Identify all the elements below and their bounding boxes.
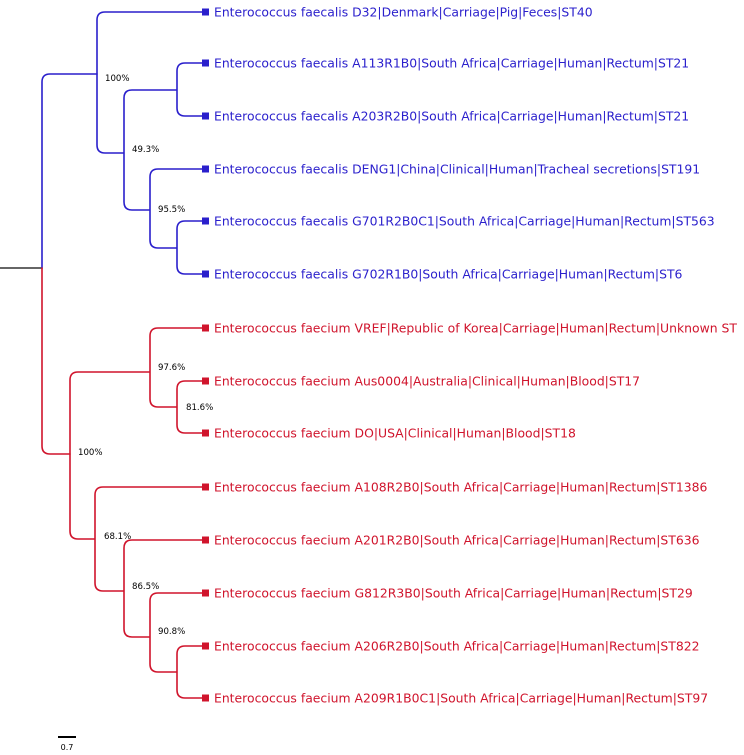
tip-marker [202, 429, 209, 437]
branch [123, 539, 205, 591]
branch [96, 74, 124, 154]
tip-marker [202, 483, 209, 491]
support-value: 95.5% [158, 205, 185, 215]
tip-marker [202, 8, 209, 16]
branch [149, 372, 177, 408]
leaf-label: Enterococcus faecalis G701R2B0C1|South A… [214, 214, 715, 229]
branch [94, 486, 205, 539]
leaf-label: Enterococcus faecalis A203R2B0|South Afr… [214, 109, 689, 124]
root-to-faecalis [41, 73, 98, 269]
tip-marker [202, 536, 209, 544]
tip-markers [202, 8, 209, 702]
scale-bar: 0.7 [58, 736, 76, 752]
tip-marker [202, 165, 209, 173]
branch [94, 539, 124, 592]
branch [149, 168, 205, 210]
tip-marker [202, 642, 209, 650]
support-values: 100% 49.3% 95.5% 100% 97.6% 81.6% 68.1% … [78, 74, 213, 637]
tip-marker [202, 217, 209, 225]
root-to-faecium [41, 267, 71, 455]
branch [69, 454, 95, 540]
leaf-label: Enterococcus faecium VREF|Republic of Ko… [214, 321, 737, 336]
scale-bar-label: 0.7 [61, 743, 74, 752]
leaf-label: Enterococcus faecium G812R3B0|South Afri… [214, 586, 693, 601]
tip-marker [202, 112, 209, 120]
support-value: 90.8% [158, 627, 185, 637]
branch [69, 371, 150, 454]
branch [123, 89, 177, 153]
support-value: 100% [78, 448, 103, 458]
support-value: 49.3% [132, 145, 159, 155]
branch [176, 380, 205, 407]
support-value: 81.6% [186, 403, 213, 413]
leaf-label: Enterococcus faecium A201R2B0|South Afri… [214, 533, 700, 548]
tip-marker [202, 694, 209, 702]
tip-marker [202, 589, 209, 597]
branch [176, 90, 205, 117]
branch [176, 248, 205, 275]
tip-marker [202, 324, 209, 332]
branch [123, 591, 150, 638]
branch [96, 11, 205, 74]
leaf-label: Enterococcus faecalis G702R1B0|South Afr… [214, 267, 683, 282]
tip-marker [202, 270, 209, 278]
leaf-label: Enterococcus faecalis A113R1B0|South Afr… [214, 56, 689, 71]
branch [176, 220, 205, 248]
support-value: 97.6% [158, 363, 185, 373]
leaf-label: Enterococcus faecium A108R2B0|South Afri… [214, 480, 707, 495]
leaf-labels: Enterococcus faecalis D32|Denmark|Carria… [214, 5, 737, 706]
branch [149, 327, 205, 372]
branch [149, 210, 177, 249]
root-branches [0, 73, 98, 455]
branch [149, 637, 177, 673]
faecalis-clade [96, 11, 205, 275]
leaf-label: Enterococcus faecalis D32|Denmark|Carria… [214, 5, 593, 20]
support-value: 86.5% [132, 582, 159, 592]
tip-marker [202, 377, 209, 385]
support-value: 100% [105, 74, 130, 84]
leaf-label: Enterococcus faecium A206R2B0|South Afri… [214, 639, 699, 654]
leaf-label: Enterococcus faecium Aus0004|Australia|C… [214, 374, 640, 389]
leaf-label: Enterococcus faecium A209R1B0C1|South Af… [214, 691, 708, 706]
support-value: 68.1% [104, 532, 131, 542]
branch [123, 153, 150, 211]
branch [176, 407, 205, 434]
branch [176, 672, 205, 699]
leaf-label: Enterococcus faecalis DENG1|China|Clinic… [214, 162, 700, 177]
branch [176, 645, 205, 672]
tip-marker [202, 59, 209, 67]
leaf-label: Enterococcus faecium DO|USA|Clinical|Hum… [214, 426, 576, 441]
faecium-clade [69, 327, 205, 699]
branch [176, 62, 205, 90]
branch [149, 592, 205, 637]
